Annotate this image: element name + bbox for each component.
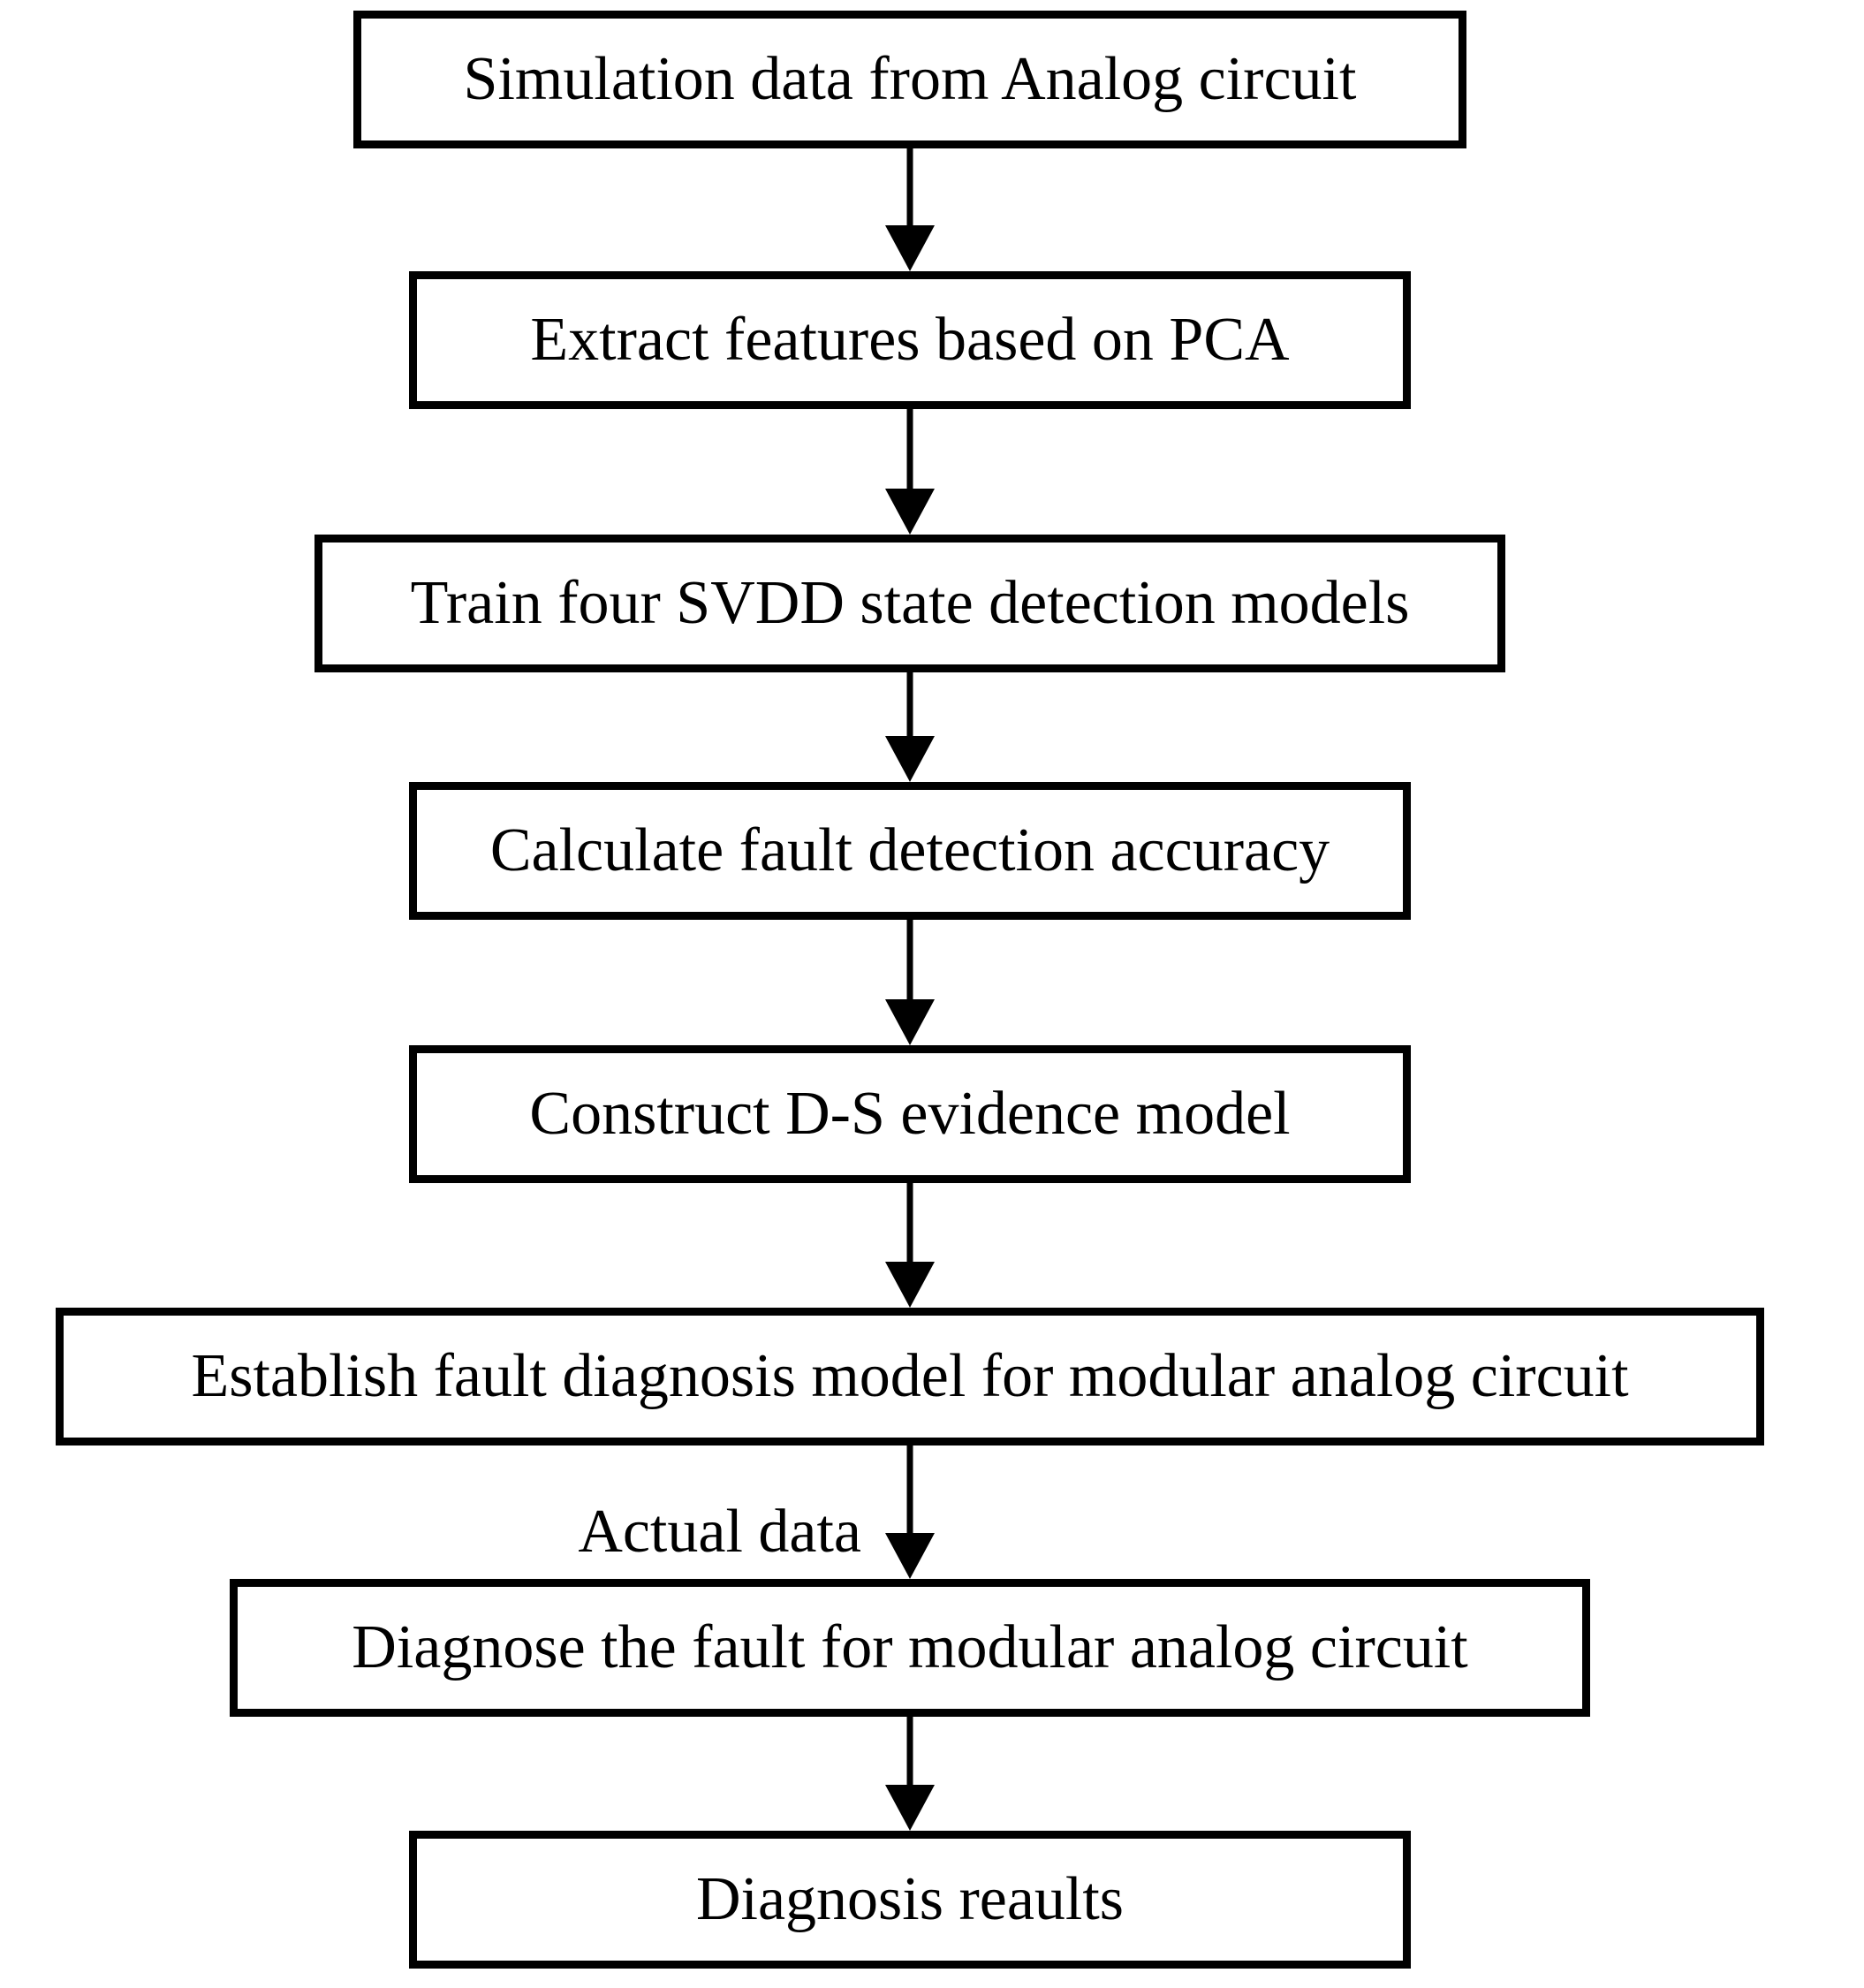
flow-step-label: Simulation data from Analog circuit	[463, 45, 1357, 113]
flow-step-construct-ds-model: Construct D-S evidence model	[409, 1045, 1411, 1183]
flow-step-train-svdd-models: Train four SVDD state detection models	[314, 535, 1505, 672]
flow-step-label: Extract features based on PCA	[530, 306, 1290, 374]
flow-step-label: Construct D-S evidence model	[529, 1080, 1291, 1148]
arrow-6	[885, 1445, 935, 1579]
arrow-5	[885, 1183, 935, 1308]
flow-step-label: Train four SVDD state detection models	[410, 569, 1410, 637]
flow-step-diagnose-fault: Diagnose the fault for modular analog ci…	[230, 1579, 1590, 1717]
arrow-2	[885, 409, 935, 535]
edge-label-actual-data: Actual data	[578, 1498, 861, 1566]
arrow-3	[885, 672, 935, 782]
flow-step-label: Calculate fault detection accuracy	[489, 816, 1330, 884]
flow-step-label: Establish fault diagnosis model for modu…	[191, 1342, 1629, 1410]
flow-step-diagnosis-results: Diagnosis reaults	[409, 1831, 1411, 1969]
arrow-7	[885, 1717, 935, 1831]
flow-step-label: Diagnose the fault for modular analog ci…	[352, 1613, 1468, 1681]
flow-step-establish-diagnosis-model: Establish fault diagnosis model for modu…	[56, 1308, 1764, 1445]
arrow-4	[885, 920, 935, 1045]
flow-step-simulation-data: Simulation data from Analog circuit	[353, 11, 1466, 148]
flow-step-label: Diagnosis reaults	[695, 1865, 1125, 1933]
arrow-1	[885, 148, 935, 271]
flow-step-extract-features: Extract features based on PCA	[409, 271, 1411, 409]
flow-step-calculate-accuracy: Calculate fault detection accuracy	[409, 782, 1411, 920]
